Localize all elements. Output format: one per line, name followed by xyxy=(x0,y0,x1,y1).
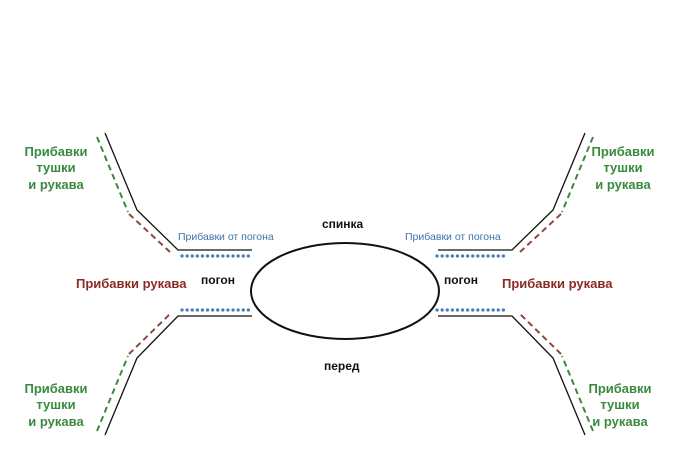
label-line: и рукава xyxy=(28,413,84,429)
left-lower-outline xyxy=(104,315,252,436)
left-upper-outline xyxy=(104,132,252,251)
label-sleeve-additions-left: Прибавки рукава xyxy=(76,276,187,291)
label-line: и рукава xyxy=(28,176,84,192)
label-line: тушки xyxy=(600,397,640,413)
label-line: и рукава xyxy=(592,413,648,429)
brown-dash-bottom-left xyxy=(128,313,171,355)
label-strap-additions-right: Прибавки от погона xyxy=(405,231,501,243)
label-line: Прибавки xyxy=(24,381,88,396)
label-line: Прибавки xyxy=(591,144,655,159)
label-strap-left: погон xyxy=(201,273,235,287)
label-front: перед xyxy=(324,359,360,373)
label-line: и рукава xyxy=(595,176,651,192)
label-line: тушки xyxy=(36,397,76,413)
label-sleeve-additions-right: Прибавки рукава xyxy=(502,276,613,291)
brown-dash-bottom-right xyxy=(519,313,562,355)
label-body-sleeve-bottom-right: Прибавки тушки и рукава xyxy=(584,381,656,430)
green-dash-top-right xyxy=(561,136,594,213)
label-body-sleeve-top-right: Прибавки тушки и рукава xyxy=(587,144,659,193)
label-body-sleeve-top-left: Прибавки тушки и рукава xyxy=(20,144,92,193)
green-dash-bottom-left xyxy=(96,355,129,432)
label-line: тушки xyxy=(603,160,643,176)
green-dash-top-left xyxy=(96,136,129,213)
label-line: Прибавки xyxy=(588,381,652,396)
neck-opening xyxy=(250,242,440,340)
right-lower-outline xyxy=(438,315,586,436)
brown-dash-top-right xyxy=(519,213,562,253)
label-back: спинка xyxy=(322,217,364,231)
label-strap-right: погон xyxy=(444,273,478,287)
green-dash-bottom-right xyxy=(561,355,594,432)
label-line: Прибавки xyxy=(24,144,88,159)
brown-dash-top-left xyxy=(128,213,171,253)
right-upper-outline xyxy=(438,132,586,251)
label-line: тушки xyxy=(36,160,76,176)
label-body-sleeve-bottom-left: Прибавки тушки и рукава xyxy=(20,381,92,430)
label-strap-additions-left: Прибавки от погона xyxy=(178,231,274,243)
